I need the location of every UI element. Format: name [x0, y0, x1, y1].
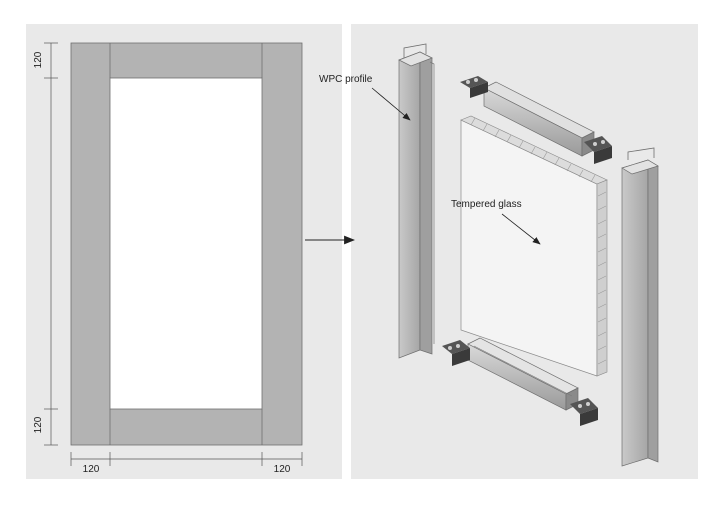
vertical-dimension — [44, 42, 58, 446]
glass-opening — [109, 77, 263, 410]
tempered-glass-leader — [501, 213, 541, 245]
wpc-profile-leader — [371, 87, 411, 121]
left-wpc-stile — [398, 43, 435, 359]
horizontal-dimension — [70, 452, 303, 466]
frame-elevation — [70, 42, 303, 446]
top-rail-connector-right — [584, 136, 612, 164]
tempered-glass-pane — [460, 115, 608, 377]
dim-label-left-stile: 120 — [83, 464, 100, 475]
bottom-rail-connector-left — [442, 340, 470, 366]
bottom-rail-connector-right — [570, 398, 598, 426]
wpc-profile-label: WPC profile — [319, 74, 373, 85]
tempered-glass-label: Tempered glass — [451, 199, 522, 210]
right-wpc-stile — [621, 147, 659, 467]
top-rail-connector-left — [460, 76, 488, 98]
top-rail — [483, 81, 595, 157]
dim-label-top-rail: 120 — [33, 51, 44, 68]
dim-label-bottom-rail: 120 — [33, 416, 44, 433]
bottom-rail — [467, 337, 579, 411]
dim-label-right-stile: 120 — [274, 464, 291, 475]
glass-edge-hatch — [470, 117, 607, 365]
